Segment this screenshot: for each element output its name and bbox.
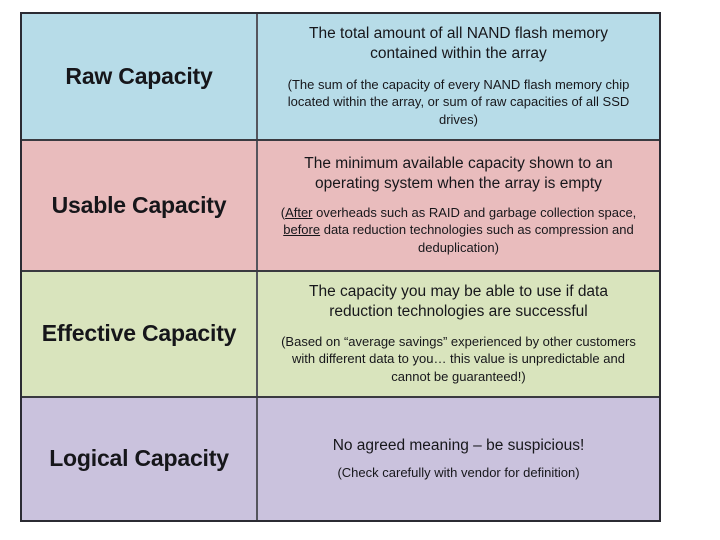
term-label: Raw Capacity xyxy=(65,62,213,89)
description-note: (The sum of the capacity of every NAND f… xyxy=(287,76,630,128)
term-cell-raw-capacity: Raw Capacity xyxy=(22,14,258,139)
table-row-logical-capacity: Logical Capacity No agreed meaning – be … xyxy=(22,398,659,520)
description-main: The total amount of all NAND flash memor… xyxy=(309,24,608,63)
term-label: Effective Capacity xyxy=(41,320,237,347)
term-label: Logical Capacity xyxy=(49,445,229,472)
table-row-raw-capacity: Raw Capacity The total amount of all NAN… xyxy=(22,14,659,141)
description-main: No agreed meaning – be suspicious! xyxy=(332,436,585,454)
description-cell-effective-capacity: The capacity you may be able to use if d… xyxy=(258,272,659,396)
description-note: (Based on “average savings” experienced … xyxy=(281,333,636,385)
description-cell-raw-capacity: The total amount of all NAND flash memor… xyxy=(258,14,659,139)
table-row-effective-capacity: Effective Capacity The capacity you may … xyxy=(22,272,659,398)
description-main: The minimum available capacity shown to … xyxy=(304,154,613,193)
note-emphasis-after: After xyxy=(285,204,313,220)
description-note: (After overheads such as RAID and garbag… xyxy=(273,204,645,258)
description-note: (Check carefully with vendor for definit… xyxy=(337,465,580,481)
note-middle: overheads such as RAID and garbage colle… xyxy=(312,204,637,220)
description-main: The capacity you may be able to use if d… xyxy=(309,282,608,321)
description-cell-logical-capacity: No agreed meaning – be suspicious! (Chec… xyxy=(258,398,659,520)
capacity-definitions-table: Raw Capacity The total amount of all NAN… xyxy=(20,12,661,522)
term-label: Usable Capacity xyxy=(51,191,227,218)
term-cell-logical-capacity: Logical Capacity xyxy=(22,398,258,520)
note-prefix: ( xyxy=(280,204,286,220)
note-suffix: data reduction technologies such as comp… xyxy=(320,222,634,256)
table-row-usable-capacity: Usable Capacity The minimum available ca… xyxy=(22,141,659,272)
term-cell-usable-capacity: Usable Capacity xyxy=(22,141,258,270)
term-cell-effective-capacity: Effective Capacity xyxy=(22,272,258,396)
description-cell-usable-capacity: The minimum available capacity shown to … xyxy=(258,141,659,270)
note-emphasis-before: before xyxy=(283,222,321,238)
